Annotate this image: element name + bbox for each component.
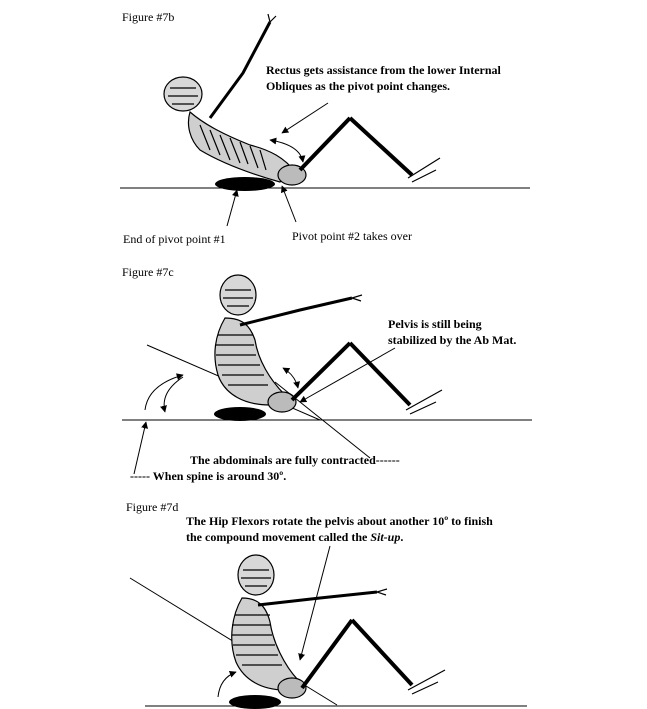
caption-7d-line-1: The Hip Flexors rotate the pelvis about …: [186, 514, 493, 528]
abdominals-leader-line: [274, 381, 371, 459]
caption-7d-line-2-suffix: .: [400, 530, 404, 544]
pivot-2-arrow: [281, 185, 297, 223]
figure-label-7c: Figure #7c: [122, 265, 174, 279]
caption-7c-line-1: Pelvis is still being: [388, 317, 482, 331]
angle-arc-arrow: [144, 373, 184, 411]
caption-7d-line-2: the compound movement called the Sit-up.: [186, 530, 403, 545]
rotation-arc-arrow: [269, 137, 306, 163]
label-end-of-pivot-1: End of pivot point #1: [123, 232, 226, 246]
ab-mat: [229, 695, 281, 709]
label-pivot-2: Pivot point #2 takes over: [292, 229, 412, 243]
angle-arc-arrow-inner: [160, 376, 184, 413]
caption-7d-emphasis: Sit-up: [370, 530, 401, 544]
caption-7c-line-2: stabilized by the Ab Mat.: [388, 333, 517, 347]
rotation-arc-arrow: [217, 670, 237, 698]
skeleton-figure: [214, 274, 443, 415]
pivot-1-arrow: [226, 189, 239, 227]
panel-7d-artwork: [129, 545, 527, 709]
rotation-arc-arrow: [282, 367, 300, 389]
skeleton-figure: [231, 554, 446, 699]
caption-pointer-arrow: [298, 545, 331, 661]
caption-pointer-arrow: [299, 347, 396, 403]
panel-7b-artwork: [120, 13, 530, 227]
caption-7b-line-2: Obliques as the pivot point changes.: [266, 79, 451, 93]
caption-7d-line-2-prefix: the compound movement called the: [186, 530, 371, 544]
panel-7c-artwork: [122, 274, 532, 475]
figure-label-7d: Figure #7d: [126, 500, 179, 514]
ab-mat: [214, 407, 266, 421]
ab-mat: [215, 177, 275, 191]
spine-angle-leader: [133, 421, 148, 475]
figure-label-7b: Figure #7b: [122, 10, 175, 24]
note-abdominals: The abdominals are fully contracted-----…: [190, 453, 400, 467]
skeleton-figure: [163, 13, 441, 186]
caption-pointer-arrow: [281, 102, 329, 134]
caption-7b-line-1: Rectus gets assistance from the lower In…: [266, 63, 501, 77]
note-spine-angle: ----- When spine is around 30º.: [130, 469, 287, 483]
